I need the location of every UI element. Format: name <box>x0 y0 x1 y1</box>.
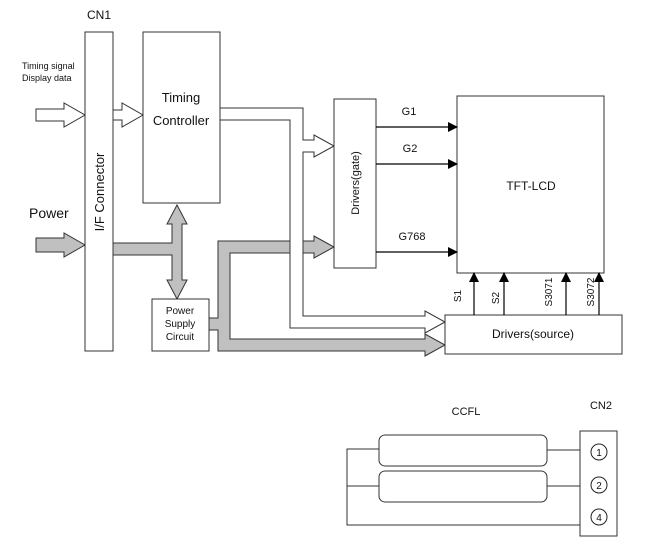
timing-controller-label-2: Controller <box>153 113 210 128</box>
tft-lcd-label: TFT-LCD <box>506 179 556 193</box>
power-supply-label-3: Circuit <box>166 332 195 343</box>
source-label-s3071: S3071 <box>544 277 555 306</box>
source-label-s2: S2 <box>491 291 502 304</box>
cn2-label: CN2 <box>590 400 612 412</box>
power-supply-label-2: Supply <box>165 319 196 330</box>
power-input-label: Power <box>29 205 69 221</box>
cn2-pin-2-label: 2 <box>596 481 602 492</box>
source-label-s3072: S3072 <box>586 277 597 306</box>
cn2-pin-4-circle <box>590 508 608 526</box>
source-drivers-label: Drivers(source) <box>492 327 574 341</box>
cn2-pin-1-circle <box>590 443 608 461</box>
source-drivers-box <box>444 314 623 355</box>
cn1-label: CN1 <box>87 8 111 22</box>
source-label-s1: S1 <box>453 289 464 302</box>
timing-controller-box <box>142 31 221 204</box>
power-bus <box>35 203 447 357</box>
power-input-arrow <box>35 232 87 258</box>
gate-drivers-box <box>333 98 377 269</box>
power-cn1-to-psu-bus <box>112 203 188 301</box>
cn1-to-timing-arrow <box>113 102 145 128</box>
cn2-pin-4-label: 4 <box>596 513 602 524</box>
ccfl-wiring <box>346 448 580 526</box>
power-supply-label-1: Power <box>166 306 195 317</box>
cn2-pin-2-circle <box>590 476 608 494</box>
gate-drivers-label: Drivers(gate) <box>350 151 362 215</box>
cn1-connector-label: I/F Connector <box>92 152 107 231</box>
gate-label-g768: G768 <box>399 231 426 243</box>
gate-lines <box>376 122 458 257</box>
signal-input-label-1: Timing signal <box>22 61 75 71</box>
ccfl-label: CCFL <box>452 406 481 418</box>
power-psu-to-drivers-bus <box>208 235 447 357</box>
gate-label-g2: G2 <box>403 143 418 155</box>
ccfl-lamp-2 <box>378 470 548 503</box>
cn1-connector-box <box>84 31 114 352</box>
gate-label-g1: G1 <box>402 106 417 118</box>
timing-controller-label-1: Timing <box>162 90 201 105</box>
signal-input-arrow <box>35 102 87 128</box>
source-lines <box>469 272 604 315</box>
signal-bus <box>220 107 447 334</box>
signal-input-label-2: Display data <box>22 73 72 83</box>
ccfl-lamp-1 <box>378 434 548 467</box>
cn2-pin-1-label: 1 <box>596 448 602 459</box>
tft-lcd-box <box>456 95 605 274</box>
power-supply-box <box>151 298 210 352</box>
